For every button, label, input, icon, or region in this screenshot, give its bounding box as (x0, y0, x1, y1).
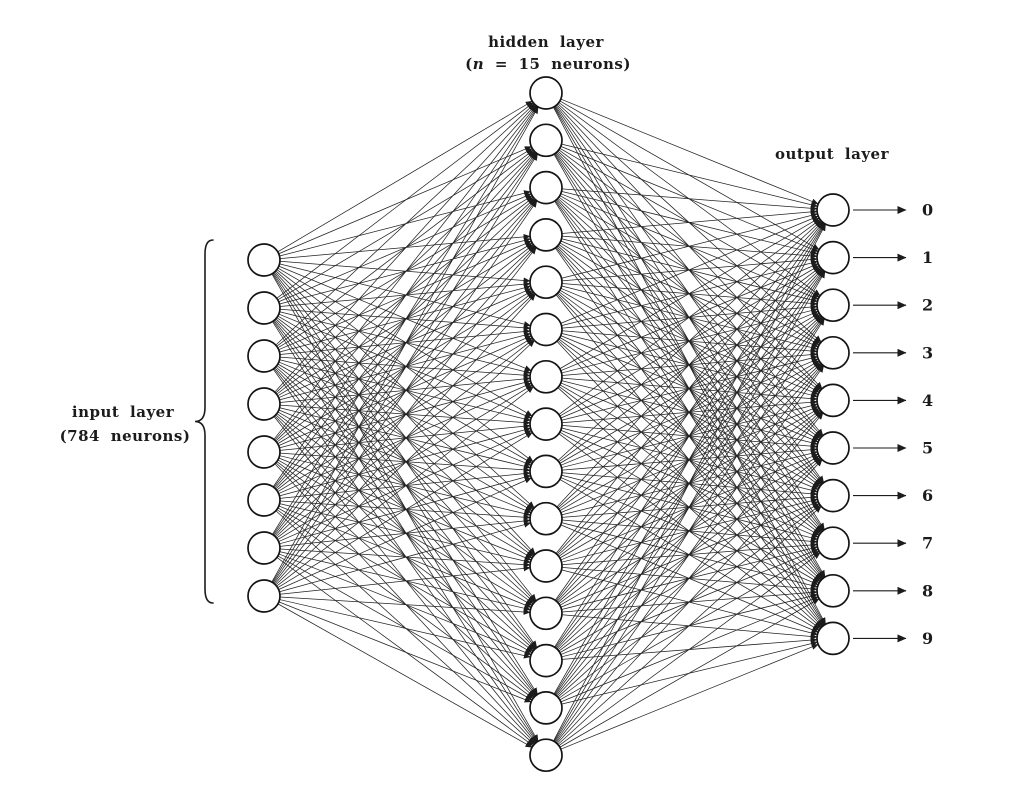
edge-line (278, 601, 532, 703)
edge-line (561, 212, 818, 279)
output-arrows-and-digits: 0 1 2 3 4 5 6 7 8 9 (853, 201, 933, 648)
edge-line (277, 603, 533, 748)
edge-line (279, 599, 531, 659)
hidden-neuron-4 (529, 265, 563, 300)
output-neuron-9 (816, 621, 850, 656)
edge-line (272, 105, 538, 488)
edge-line (556, 221, 823, 508)
edge-line (277, 100, 533, 253)
hidden-neuron-0 (529, 76, 563, 110)
hidden-neuron-9 (529, 501, 563, 536)
output-neuron-1 (816, 240, 850, 275)
edge-line (273, 247, 537, 584)
hidden-neuron-1 (529, 123, 563, 158)
edge-line (553, 223, 826, 742)
edge-line (274, 104, 536, 393)
edge-line (560, 98, 819, 205)
edge-line (555, 222, 824, 554)
output-digit-label-5: 5 (922, 439, 933, 458)
edge-line (275, 340, 535, 586)
input-neuron-7 (247, 579, 281, 613)
output-neuron-3 (816, 335, 850, 370)
hidden-layer-label: hidden layer (488, 33, 604, 51)
edge-line (275, 103, 535, 346)
edge-line (554, 223, 825, 648)
input-neuron-6 (247, 531, 281, 565)
output-neuron-6 (816, 478, 850, 513)
output-neuron-2 (816, 288, 850, 323)
hidden-neuron-12 (529, 643, 563, 678)
edge-line (274, 293, 536, 585)
edge-line (554, 222, 825, 601)
edge-line (560, 644, 819, 750)
input-neuron-2 (247, 339, 281, 373)
edge-line (556, 459, 823, 744)
edge-line (560, 215, 819, 324)
edge-line (555, 412, 824, 743)
output-digit-label-7: 7 (922, 534, 933, 553)
hidden-neuron-5 (529, 312, 563, 347)
output-neuron-8 (816, 573, 850, 608)
edge-line (279, 521, 532, 593)
hidden-neuron-13 (529, 691, 563, 725)
hidden-neuron-14 (529, 738, 563, 773)
output-digit-label-6: 6 (922, 486, 933, 505)
edge-line (557, 220, 822, 461)
output-digit-label-0: 0 (922, 201, 933, 220)
edge-line (557, 505, 822, 745)
edge-line (561, 143, 818, 208)
edge-line (273, 105, 537, 440)
output-digit-label-4: 4 (922, 391, 933, 410)
hidden-neuron-2 (529, 170, 563, 205)
output-neuron-7 (816, 526, 850, 561)
hidden-neuron-3 (529, 218, 563, 252)
output-digit-label-2: 2 (922, 296, 933, 315)
hidden-neuron-11 (529, 596, 563, 631)
input-neuron-4 (247, 435, 281, 469)
input-neuron-5 (247, 483, 281, 517)
edge-line (559, 598, 820, 748)
edge-line (279, 596, 531, 615)
edge-line (558, 552, 821, 746)
input-layer-brace (194, 239, 214, 604)
edge-line (276, 386, 534, 587)
output-neuron-0 (816, 193, 850, 227)
output-digit-label-1: 1 (922, 248, 933, 267)
hidden-neuron-8 (529, 454, 563, 489)
edge-line (554, 318, 825, 742)
edge-line (561, 188, 818, 212)
hidden-layer-sublabel: (n = 15 neurons) (465, 55, 631, 73)
output-digit-label-3: 3 (922, 343, 933, 362)
edge-line (278, 477, 532, 590)
input-neuron-1 (247, 291, 281, 325)
edge-line (561, 208, 818, 234)
output-layer-label: output layer (775, 145, 890, 163)
edge-line (553, 271, 826, 742)
edge-line (272, 200, 538, 584)
output-digit-label-9: 9 (922, 629, 933, 648)
input-neuron-0 (247, 243, 281, 277)
input-layer-sublabel: (784 neurons) (60, 427, 191, 445)
output-neuron-5 (816, 431, 850, 465)
edge-line (553, 223, 826, 695)
hidden-neuron-10 (529, 549, 563, 583)
output-digit-label-8: 8 (922, 581, 933, 600)
edge-line (559, 217, 820, 370)
output-neuron-4 (816, 383, 850, 418)
input-neuron-3 (247, 387, 281, 421)
edge-line (271, 106, 539, 583)
edge-line (277, 432, 533, 588)
neuron-nodes (247, 76, 850, 773)
edge-line (558, 219, 821, 415)
edge-line (279, 565, 531, 595)
input-layer-label: input layer (72, 403, 175, 421)
hidden-neuron-7 (529, 407, 563, 441)
hidden-neuron-6 (529, 359, 563, 394)
edge-line (272, 153, 538, 583)
edge-line (554, 365, 825, 743)
edge-line (272, 106, 538, 535)
edge-line (276, 102, 534, 299)
connection-edges (271, 98, 826, 750)
